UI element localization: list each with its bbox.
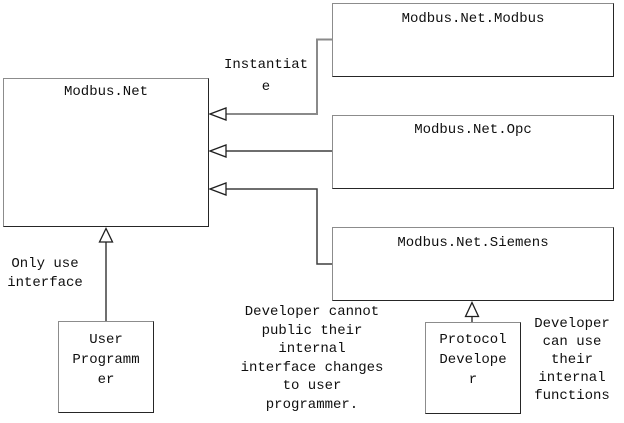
box-modbus-net-opc-label: Modbus.Net.Opc: [414, 122, 532, 138]
annotation-line: internal: [538, 370, 606, 386]
arrow-opc-to-core: [208, 144, 332, 158]
box-protocol-developer: Protocol Develope r: [425, 322, 521, 414]
annotation-line: internal: [278, 341, 346, 357]
annotation-line: interface: [7, 275, 83, 291]
box-user-programmer: User Programm er: [58, 321, 154, 413]
box-protocol-developer-label-line: Develope: [439, 352, 507, 368]
hollow-triangle-arrowhead-up-icon: [464, 300, 480, 318]
annotation-only-use-interface: Only use interface: [3, 255, 87, 293]
annotation-developer-can-use: Developer can use their internal functio…: [522, 315, 622, 405]
annotation-line: Developer cannot: [244, 304, 380, 320]
annotation-line: programmer.: [265, 396, 359, 413]
box-modbus-net-modbus-label: Modbus.Net.Modbus: [401, 11, 545, 27]
box-user-programmer-label-line: er: [97, 372, 115, 388]
hollow-triangle-arrowhead-icon: [208, 144, 227, 158]
box-modbus-net: Modbus.Net: [3, 78, 209, 227]
arrow-user-to-core: [98, 227, 114, 321]
annotation-line: their: [550, 352, 593, 368]
annotation-line: to user: [282, 378, 342, 394]
arrow-protocol-to-siemens: [464, 300, 480, 322]
annotation-line: can use: [542, 334, 602, 350]
hollow-triangle-arrowhead-icon: [208, 107, 227, 121]
box-user-programmer-label-line: User: [89, 332, 123, 348]
annotation-line: Developer: [534, 316, 610, 332]
annotation-line: Only use: [11, 256, 79, 272]
arrow-siemens-to-core: [208, 182, 332, 265]
box-modbus-net-opc: Modbus.Net.Opc: [332, 115, 614, 189]
annotation-instantiate: Instantiat e: [211, 54, 321, 98]
hollow-triangle-arrowhead-icon: [208, 182, 227, 196]
annotation-line: e: [261, 79, 271, 95]
box-modbus-net-label: Modbus.Net: [63, 84, 148, 100]
box-protocol-developer-label-line: Protocol: [439, 332, 507, 348]
hollow-triangle-arrowhead-up-icon: [98, 227, 114, 243]
annotation-line: interface changes: [240, 359, 384, 376]
box-protocol-developer-label-line: r: [468, 372, 478, 388]
box-modbus-net-modbus: Modbus.Net.Modbus: [332, 3, 614, 77]
annotation-line: Instantiat: [223, 57, 308, 73]
box-modbus-net-siemens: Modbus.Net.Siemens: [332, 227, 614, 301]
annotation-line: public their: [261, 322, 363, 339]
annotation-line: functions: [534, 388, 610, 404]
arrow-siemens-to-core-line: [226, 188, 332, 265]
annotation-developer-cannot: Developer cannot public their internal i…: [224, 303, 400, 414]
box-user-programmer-label-line: Programm: [72, 352, 140, 368]
box-modbus-net-siemens-label: Modbus.Net.Siemens: [397, 235, 549, 251]
